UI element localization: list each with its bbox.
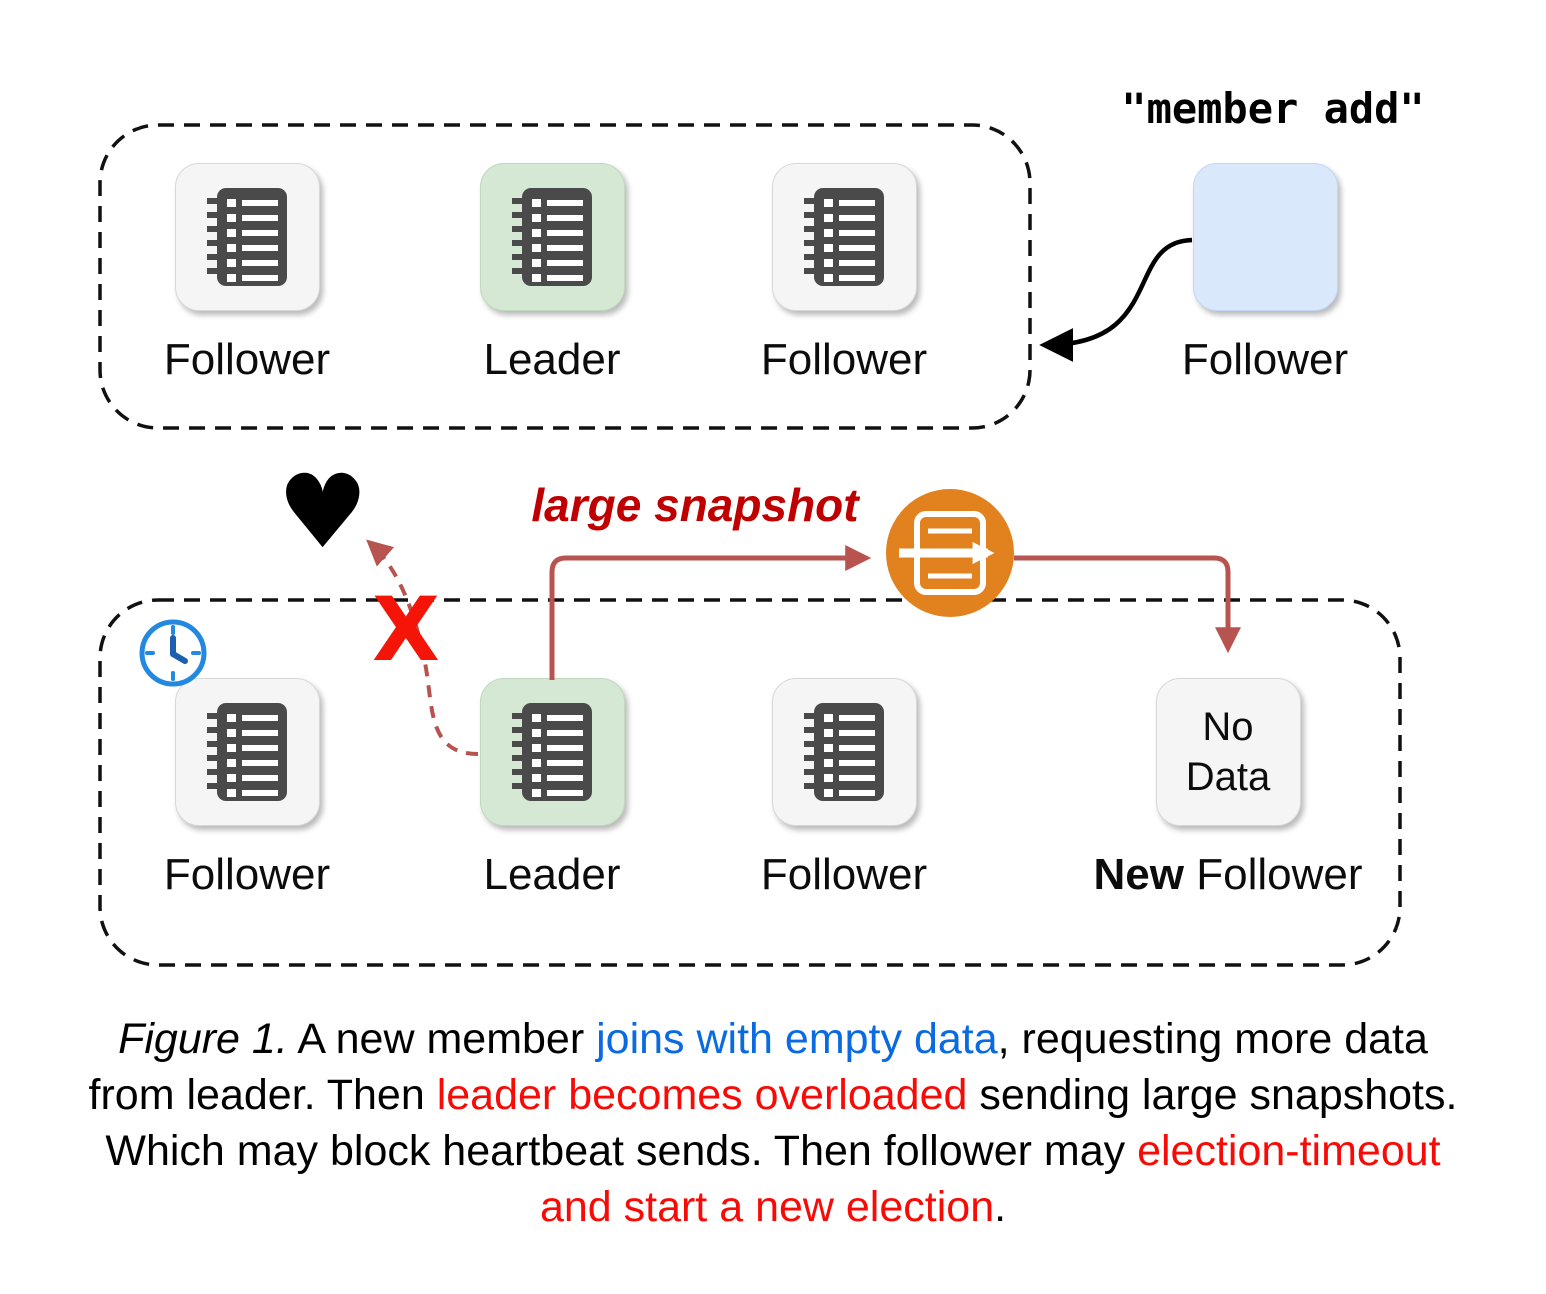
node-label: Leader [483,850,621,899]
leader-tile [479,678,625,826]
node-follower-top-2: Follower [734,163,954,385]
node-leader-top: Leader [442,163,662,385]
follower-tile [771,163,917,311]
caption-text: sending large snapshots. Which may block… [105,1070,1458,1175]
snapshot-transfer-icon [886,489,1014,617]
caption-highlight-blue: joins with empty data [596,1015,998,1063]
snapshot-arrow-right [1014,555,1241,654]
caption-text: A new member [287,1015,597,1063]
node-follower-bottom-2: Follower [734,678,954,900]
large-snapshot-label: large snapshot [531,479,859,531]
election-timeout-clock-icon [134,614,212,697]
node-follower-top-1: Follower [137,163,357,385]
follower-tile [174,678,320,826]
node-label: Leader [483,335,621,384]
log-list-icon [512,188,592,286]
heartbeat-heart-icon: ♥ [277,453,369,572]
node-new-follower: No Data New Follower [1094,678,1363,900]
new-label-rest: Follower [1184,850,1363,899]
log-list-icon [207,703,287,801]
caption-text: , requesting more data from leader. Then [88,1015,1428,1119]
caption-highlight-red: leader becomes overloaded [436,1070,968,1119]
node-new-member: Follower [1155,163,1375,385]
node-label: New Follower [1094,850,1363,900]
log-list-icon [804,703,884,801]
node-label: Follower [163,850,331,899]
no-data-tile: No Data [1155,678,1301,826]
figure-caption: Figure 1. A new member joins with empty … [83,1012,1463,1236]
node-follower-bottom-1: Follower [137,678,357,900]
leader-tile [479,163,625,311]
no-data-text: No Data [1185,705,1271,799]
caption-figure-number: Figure 1. [118,1015,288,1063]
new-label-bold: New [1093,850,1184,899]
caption-highlight-red: election-timeout and start a new electio… [539,1126,1441,1231]
node-label: Follower [760,335,928,384]
follower-tile [771,678,917,826]
follower-tile [174,163,320,311]
snapshot-arrow-left [549,545,872,680]
log-list-icon [804,188,884,286]
caption-text: . [994,1182,1007,1231]
blocked-heartbeat-x-mark: X [372,578,440,681]
node-label: Follower [163,335,331,384]
log-list-icon [207,188,287,286]
new-member-tile [1192,163,1338,311]
node-label: Follower [1181,335,1349,384]
member-add-command: "member add" [1121,84,1425,133]
node-leader-bottom: Leader [442,678,662,900]
node-label: Follower [760,850,928,899]
log-list-icon [512,703,592,801]
